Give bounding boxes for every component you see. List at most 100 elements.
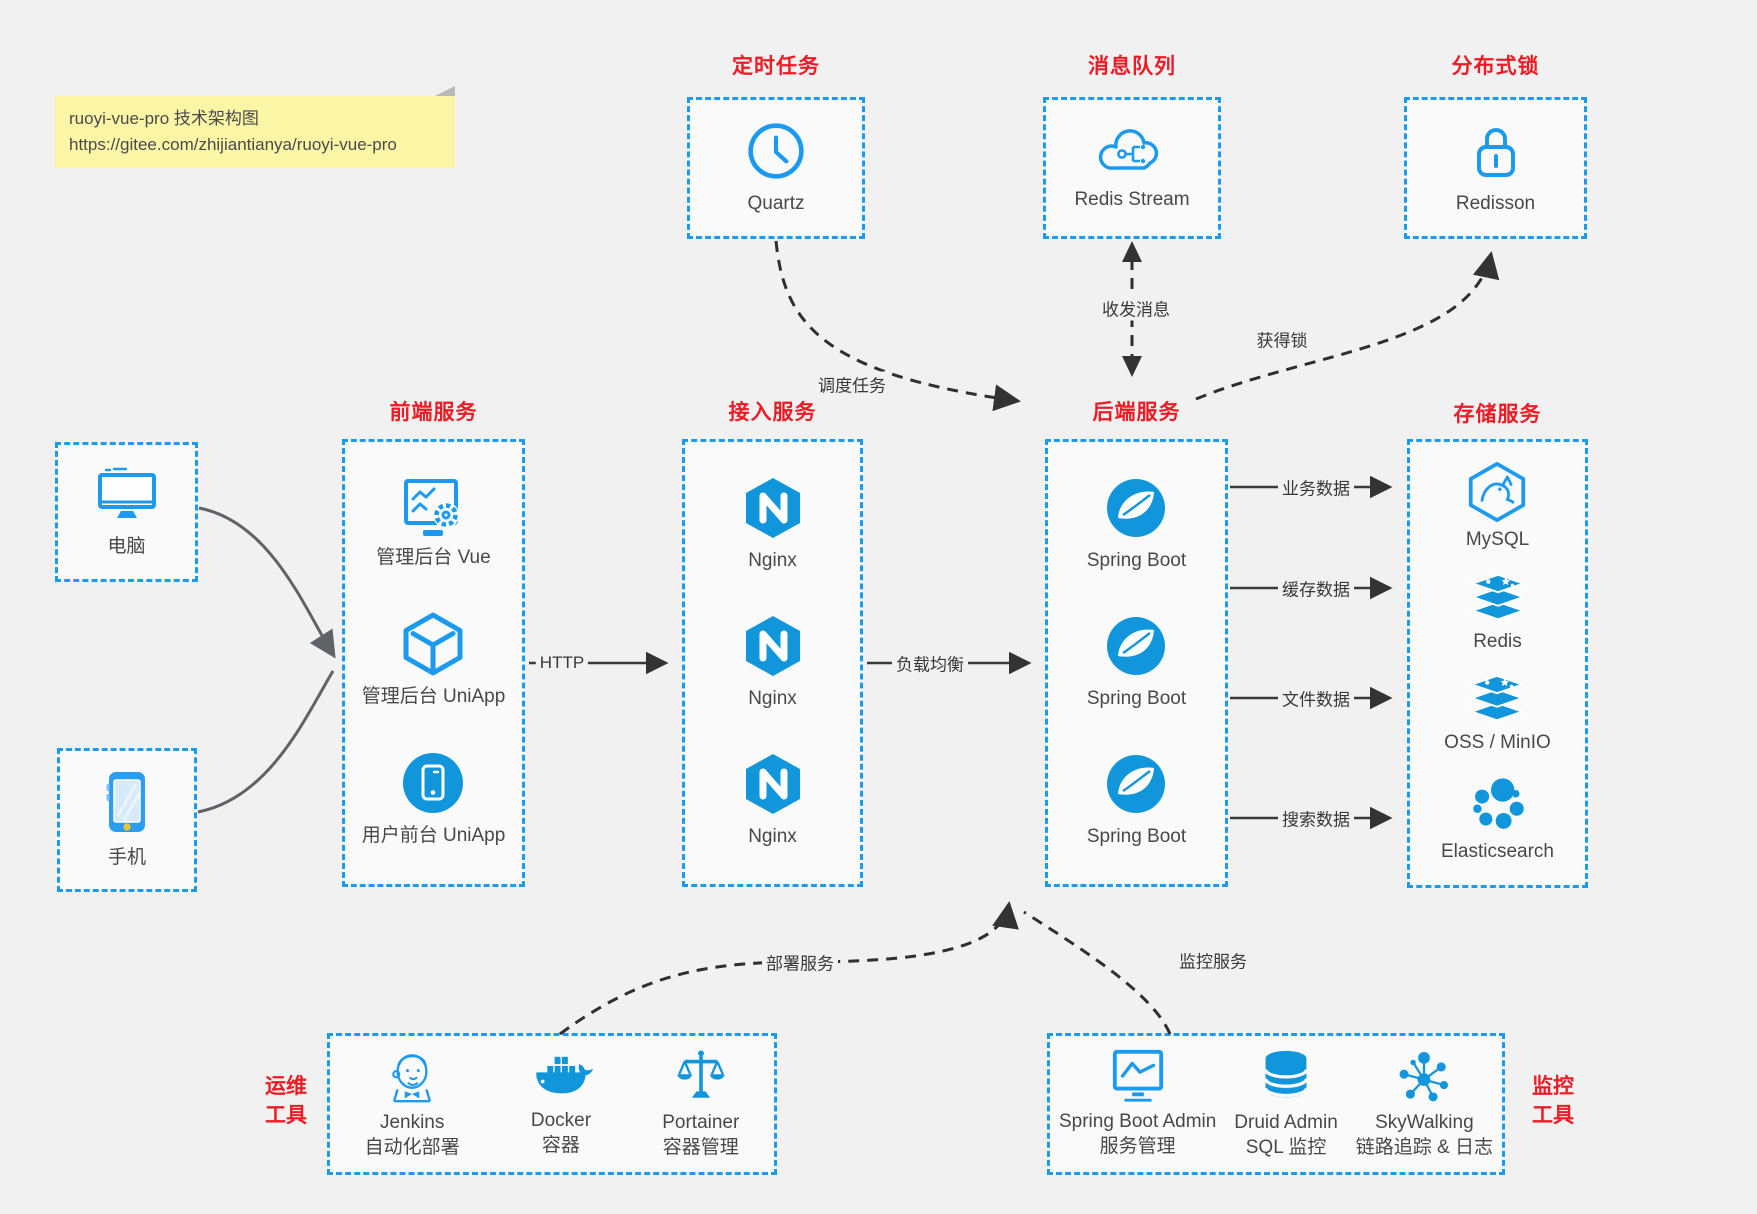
caption-line1: Jenkins — [379, 1112, 445, 1134]
item-caption: Spring Boot Admin 服务管理 — [1059, 1110, 1216, 1159]
item-caption: Druid Admin SQL 监控 — [1234, 1111, 1338, 1160]
gateway-item-nginx-1: Nginx — [743, 476, 803, 574]
item-caption: Portainer 容器管理 — [662, 1111, 739, 1160]
note-title: ruoyi-vue-pro 技术架构图 — [69, 109, 259, 128]
ops-item-docker: Docker 容器 — [529, 1049, 593, 1158]
caption-line2: 链路追踪 & 日志 — [1355, 1137, 1493, 1158]
backend-item-spring-2: Spring Boot — [1087, 614, 1186, 712]
mq-caption: Redis Stream — [1074, 188, 1190, 210]
caption-line2: 服务管理 — [1099, 1136, 1176, 1157]
group-title-scheduler: 定时任务 — [732, 55, 820, 78]
nginx-icon — [745, 616, 800, 677]
item-caption: Nginx — [748, 826, 797, 848]
mobile-app-icon — [403, 753, 464, 814]
sticky-note: ruoyi-vue-pro 技术架构图 https://gitee.com/zh… — [55, 86, 455, 168]
redis-icon — [1469, 573, 1526, 620]
item-caption: Spring Boot — [1086, 826, 1187, 848]
pc-caption: 电脑 — [107, 535, 146, 557]
edge-schedule — [774, 240, 1021, 412]
item-caption: 用户前台 UniApp — [361, 825, 506, 847]
scheduler-caption: Quartz — [747, 192, 805, 214]
column-title-gateway: 接入服务 — [728, 401, 817, 424]
caption-line2: 容器 — [541, 1135, 580, 1156]
spring-icon — [1107, 755, 1166, 814]
mq-box: Redis Stream — [1043, 97, 1221, 239]
ops-label: 运维 工具 — [256, 1072, 316, 1131]
storage-item-elasticsearch: Elasticsearch — [1441, 776, 1554, 865]
edge-message-arrowhead-down — [1122, 356, 1142, 377]
desktop-icon — [97, 467, 156, 518]
clock-icon — [748, 123, 804, 179]
item-caption: Elasticsearch — [1441, 841, 1554, 863]
edge-acquire-lock — [1195, 251, 1500, 401]
item-caption: Nginx — [748, 550, 797, 572]
backend-box: Spring Boot Spring Boot Spring Boot — [1045, 439, 1228, 887]
lock-caption: Redisson — [1455, 192, 1536, 214]
cube-icon — [403, 612, 463, 676]
caption-line2: 容器管理 — [662, 1137, 739, 1158]
monitor-label-line2: 工具 — [1532, 1104, 1574, 1128]
item-caption: Spring Boot — [1086, 688, 1187, 710]
note-fold-corner — [435, 86, 455, 96]
lock-box: Redisson — [1404, 97, 1587, 239]
spring-icon — [1107, 617, 1166, 676]
phone-caption: 手机 — [107, 846, 146, 868]
edge-label-schedule: 调度任务 — [814, 371, 890, 397]
column-title-backend: 后端服务 — [1092, 401, 1181, 424]
ops-label-line2: 工具 — [265, 1104, 307, 1128]
spring-icon — [1107, 479, 1166, 538]
backend-item-spring-3: Spring Boot — [1087, 752, 1186, 850]
edge-label-http: HTTP — [535, 653, 589, 673]
frontend-item-vue: 管理后台 Vue — [376, 477, 491, 571]
monitor-box: Spring Boot Admin 服务管理 Druid Admin SQL 监… — [1047, 1033, 1505, 1175]
item-caption: Redis — [1473, 630, 1522, 652]
group-title-lock: 分布式锁 — [1451, 55, 1540, 78]
storage-box: MySQL Redis OSS / MinIO — [1407, 439, 1588, 888]
caption-line2: 自动化部署 — [364, 1137, 460, 1158]
edge-label-file-data: 文件数据 — [1278, 685, 1354, 711]
mysql-icon — [1469, 462, 1526, 523]
monitor-item-skywalking: SkyWalking 链路追踪 & 日志 — [1356, 1047, 1493, 1160]
monitor-chart-icon — [1112, 1050, 1163, 1102]
caption-line1: SkyWalking — [1375, 1112, 1474, 1134]
item-caption: Spring Boot — [1086, 550, 1187, 572]
oss-icon — [1469, 674, 1526, 722]
edge-message-arrowhead-up — [1122, 241, 1142, 262]
gateway-box: Nginx Nginx Nginx — [682, 439, 863, 887]
item-caption: Nginx — [748, 688, 797, 710]
gateway-item-nginx-2: Nginx — [743, 614, 803, 712]
gateway-item-nginx-3: Nginx — [743, 752, 803, 850]
item-caption: Jenkins 自动化部署 — [365, 1111, 460, 1160]
storage-item-redis: Redis — [1467, 573, 1529, 655]
caption-line2: SQL 监控 — [1245, 1137, 1327, 1158]
item-caption: Docker 容器 — [531, 1109, 591, 1158]
edge-label-load-balance: 负载均衡 — [892, 650, 968, 676]
edge-label-search-data: 搜索数据 — [1278, 805, 1354, 831]
edge-phone-to-frontend — [197, 670, 335, 814]
edge-label-deploy: 部署服务 — [762, 949, 838, 975]
edge-label-cache-data: 缓存数据 — [1278, 575, 1354, 601]
edge-pc-to-frontend — [198, 506, 336, 659]
ops-label-line1: 运维 — [265, 1075, 307, 1098]
item-caption: MySQL — [1465, 529, 1530, 551]
ops-item-portainer: Portainer 容器管理 — [662, 1047, 739, 1160]
nginx-icon — [745, 478, 800, 539]
caption-line1: Spring Boot Admin — [1058, 1111, 1217, 1133]
ops-box: Jenkins 自动化部署 Docker 容器 — [327, 1033, 777, 1175]
pc-box: 电脑 — [55, 442, 198, 582]
portainer-icon — [677, 1050, 725, 1099]
frontend-item-uniapp-admin: 管理后台 UniApp — [362, 612, 505, 710]
column-title-storage: 存储服务 — [1453, 403, 1542, 426]
column-title-frontend: 前端服务 — [389, 401, 478, 424]
item-caption: SkyWalking 链路追踪 & 日志 — [1356, 1111, 1493, 1160]
admin-vue-icon — [404, 478, 460, 536]
node-graph-icon — [1399, 1052, 1449, 1102]
storage-item-oss: OSS / MinIO — [1444, 674, 1551, 756]
jenkins-icon — [392, 1054, 432, 1103]
frontend-box: 管理后台 Vue 管理后台 UniApp 用户前台 UniApp — [342, 439, 525, 887]
edge-label-acquire-lock: 获得锁 — [1252, 326, 1312, 352]
database-icon — [1263, 1051, 1309, 1098]
monitor-item-sba: Spring Boot Admin 服务管理 — [1059, 1048, 1216, 1159]
note-link: https://gitee.com/zhijiantianya/ruoyi-vu… — [69, 134, 397, 154]
